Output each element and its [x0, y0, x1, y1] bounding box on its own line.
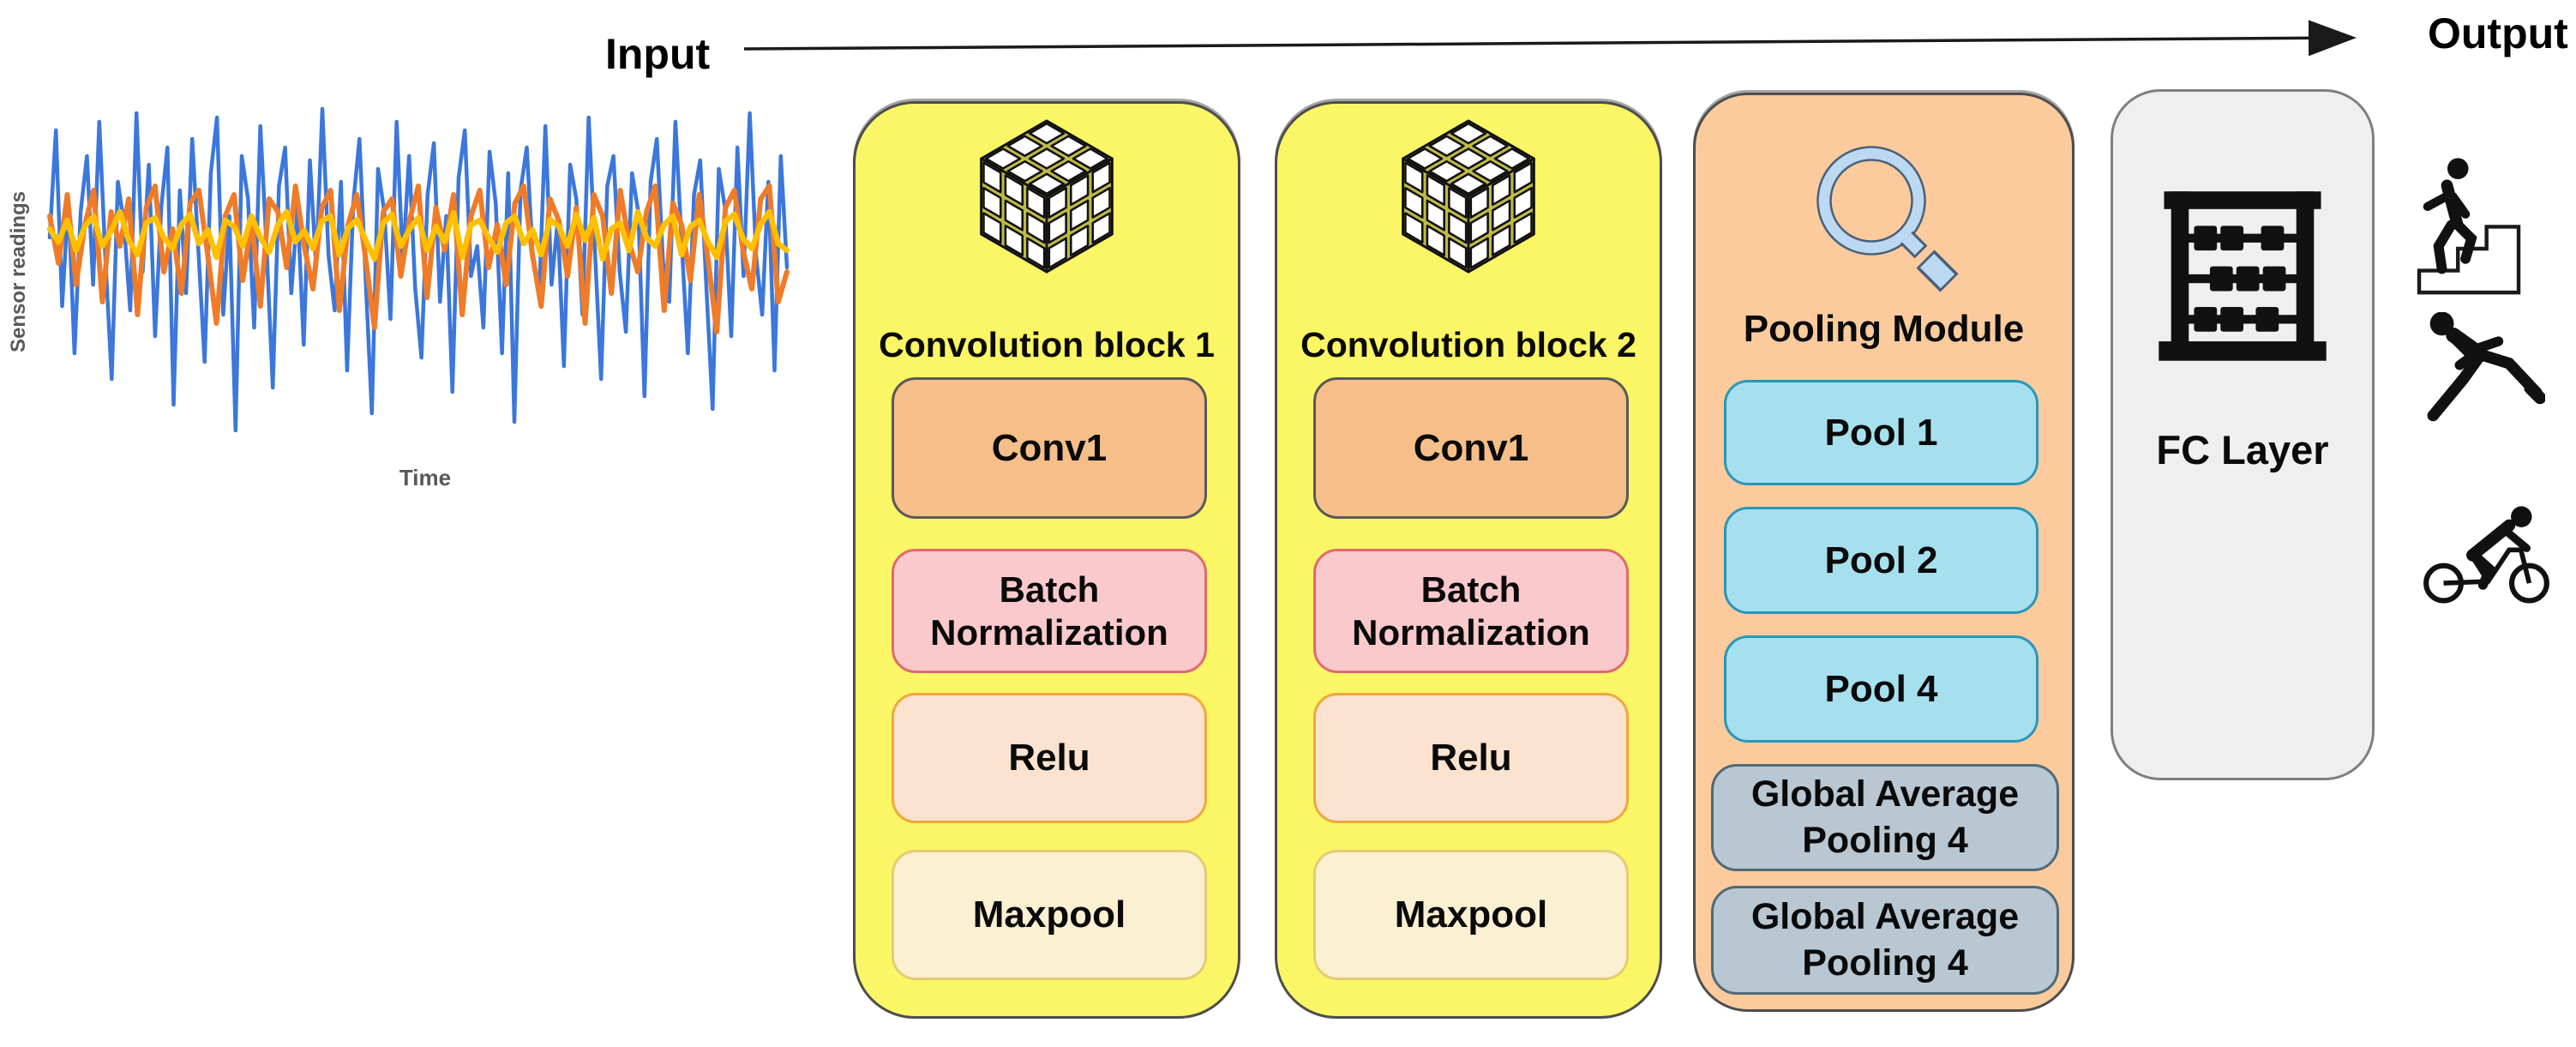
rubiks-cube-icon — [980, 119, 1114, 274]
relu-layer-box: Relu — [892, 693, 1207, 823]
global-average-pooling-box-2: Global Average Pooling 4 — [1711, 886, 2059, 995]
pool-1-box: Pool 1 — [1724, 380, 2039, 485]
convolution-block-1-panel: Convolution block 1 Conv1 Batch Normaliz… — [853, 101, 1240, 1019]
sensor-lines — [46, 106, 790, 433]
conv1-layer-box: Conv1 — [892, 377, 1207, 519]
person-cycling-icon — [2423, 506, 2549, 604]
chart-x-axis-label: Time — [399, 465, 452, 490]
chart-y-axis-label: Sensor readings — [7, 190, 30, 353]
maxpool-layer-box: Maxpool — [892, 850, 1207, 980]
rubiks-cube-icon — [1402, 119, 1535, 274]
batchnorm-layer-box: Batch Normalization — [1313, 549, 1629, 673]
pooling-module-panel: Pooling Module Pool 1 Pool 2 Pool 4 Glob… — [1693, 93, 2075, 1012]
fc-layer-panel: FC Layer — [2111, 89, 2375, 780]
pool-2-box: Pool 2 — [1724, 507, 2039, 614]
global-average-pooling-box-1: Global Average Pooling 4 — [1711, 764, 2059, 871]
pool-4-box: Pool 4 — [1724, 635, 2039, 743]
output-label: Output — [2428, 9, 2568, 57]
convolution-block-1-title: Convolution block 1 — [879, 325, 1215, 364]
flow-arrow — [743, 20, 2357, 57]
batchnorm-layer-box: Batch Normalization — [892, 549, 1207, 673]
maxpool-layer-box: Maxpool — [1313, 850, 1629, 980]
abacus-icon — [2159, 191, 2327, 361]
person-running-icon — [2427, 312, 2545, 422]
sensor-chart — [26, 94, 823, 497]
fc-layer-label: FC Layer — [2156, 427, 2329, 472]
conv1-layer-box: Conv1 — [1313, 377, 1629, 519]
convolution-block-2-title: Convolution block 2 — [1300, 325, 1636, 364]
person-climbing-stairs-icon — [2417, 158, 2521, 295]
pooling-module-title: Pooling Module — [1743, 308, 2025, 350]
magnifier-icon — [1816, 146, 1959, 292]
convolution-block-2-panel: Convolution block 2 Conv1 Batch Normaliz… — [1275, 101, 1662, 1019]
relu-layer-box: Relu — [1313, 693, 1629, 823]
input-label: Input — [605, 30, 711, 78]
